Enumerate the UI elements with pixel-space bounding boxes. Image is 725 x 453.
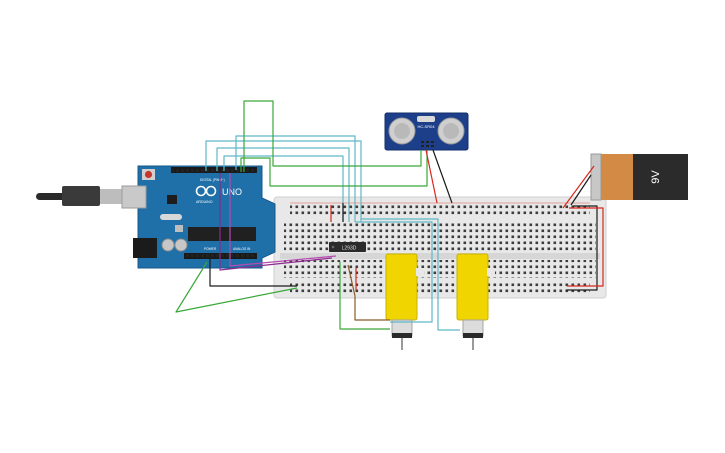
wire-purple-2[interactable] [229,173,337,267]
usb-cable [36,186,128,206]
wire-black-sensor[interactable] [432,149,453,204]
wire-teal-3[interactable] [216,147,350,222]
battery-label: 9V [650,170,662,184]
wire-brown-motor[interactable] [347,264,390,321]
arduino-brand-text: ARDUINO [196,200,213,204]
hc-sr04-sensor[interactable]: HC-SR04 [384,112,469,151]
wire-black-battery[interactable] [570,174,592,206]
analog-label: ANALOG IN [233,247,251,251]
wire-black-arduino-gnd[interactable] [209,259,297,287]
sensor-model-text: HC-SR04 [417,124,435,129]
chip-label: L293D [342,246,357,252]
wire-teal-motor-a[interactable] [355,221,433,323]
breadboard[interactable] [273,196,607,299]
wire-green-2[interactable] [240,150,428,187]
wire-teal-2[interactable] [205,140,362,222]
digital-label: DIGITAL (PWM~) [200,178,225,182]
uno-text: UNO [222,187,242,197]
battery-9v[interactable]: 9V [590,153,688,201]
wire-black-rail[interactable] [566,205,598,291]
wires [175,100,604,331]
wire-red-battery[interactable] [562,165,595,209]
dc-motor-left[interactable] [385,253,424,350]
power-label: POWER [204,247,217,251]
wire-green-gnd[interactable] [175,261,298,313]
wire-teal-motor-b[interactable] [361,218,460,331]
wire-red-rail[interactable] [567,207,604,287]
wire-red-sensor[interactable] [425,149,438,204]
dc-motor-right[interactable] [456,253,495,350]
arduino-uno-board[interactable]: UNO ARDUINO DIGITAL (PWM~) POWER ANALOG … [36,165,276,269]
wire-green-motor[interactable] [339,262,390,330]
wire-teal-4[interactable] [223,155,344,222]
l293d-chip[interactable]: L293D [329,242,366,252]
wire-green-loop[interactable] [243,100,422,172]
wire-teal-1[interactable] [235,135,356,222]
wire-purple-1[interactable] [219,173,333,271]
arduino-logo [195,185,217,197]
